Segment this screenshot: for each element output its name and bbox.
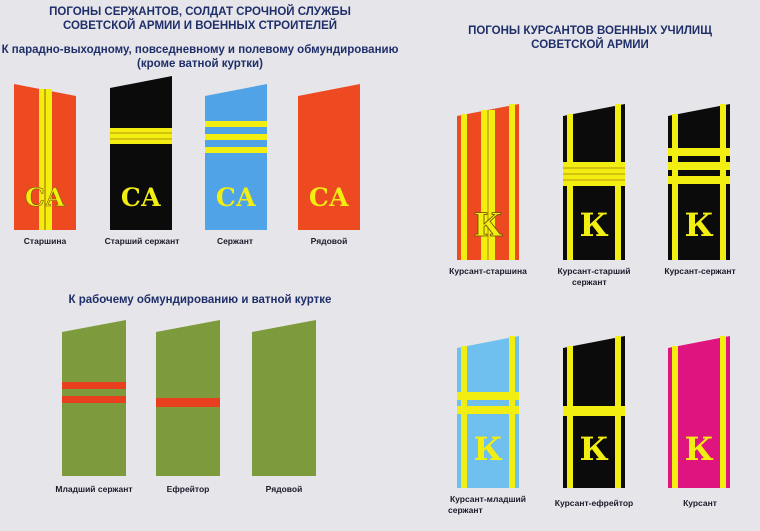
- strap-body: [668, 336, 730, 488]
- army-rank-senior-sergeant: Старший сержант: [104, 236, 180, 246]
- strap-letters: СА: [216, 183, 257, 212]
- cadet-rank-private: Курсант: [683, 498, 717, 508]
- strap-bar-3: [668, 176, 730, 184]
- strap-bar: [156, 398, 220, 407]
- left-title-line-2: СОВЕТСКОЙ АРМИИ И ВОЕННЫХ СТРОИТЕЛЕЙ: [62, 20, 338, 32]
- army-rank-private: Рядовой: [310, 236, 348, 246]
- left-title: ПОГОНЫ СЕРЖАНТОВ, СОЛДАТ СРОЧНОЙ СЛУЖБЫ …: [0, 5, 400, 33]
- cadet-rank-sergeant: Курсант-сержант: [664, 266, 736, 276]
- strap-letters: СА: [309, 183, 350, 212]
- strap-body: [252, 320, 316, 476]
- army-strap-private: СА: [298, 84, 360, 230]
- strap-letters: СА: [121, 183, 162, 212]
- strap-letter: К: [473, 430, 502, 468]
- parade-heading: К парадно-выходному, повседневному и пол…: [0, 43, 400, 71]
- cadet-rank-corporal: Курсант-ефрейтор: [554, 498, 634, 508]
- strap-bar: [563, 406, 625, 416]
- strap-bar-3: [205, 147, 267, 153]
- cadet-strap-corporal: К: [563, 336, 625, 488]
- cadet-strap-private: К: [668, 336, 730, 488]
- strap-letter: К: [684, 206, 713, 244]
- strap-bar: [110, 128, 172, 144]
- strap-bar-1: [205, 121, 267, 127]
- strap-bar-1: [62, 382, 126, 389]
- strap-bar-2: [205, 134, 267, 140]
- strap-stripe-line: [44, 89, 46, 230]
- strap-body: [298, 84, 360, 230]
- cadet-rank-starshina: Курсант-старшина: [449, 266, 527, 276]
- army-rank-starshina: Старшина: [23, 236, 67, 246]
- army-strap-senior-sergeant: СА: [110, 76, 172, 230]
- strap-letter: К: [684, 430, 713, 468]
- work-strap-junior-sergeant: [62, 320, 126, 476]
- strap-bar-1: [668, 148, 730, 156]
- strap-bar-1: [457, 392, 519, 400]
- strap-letter: К: [473, 206, 502, 244]
- strap-bar-2: [62, 396, 126, 403]
- work-heading: К рабочему обмундированию и ватной куртк…: [68, 294, 332, 306]
- strap-body: [110, 76, 172, 230]
- right-title-line-1: ПОГОНЫ КУРСАНТОВ ВОЕННЫХ УЧИЛИЩ: [468, 25, 712, 37]
- cadet-strap-senior-sergeant: К: [563, 104, 625, 260]
- strap-body: [205, 84, 267, 230]
- parade-heading-line-2: (кроме ватной куртки): [137, 58, 263, 70]
- cadet-strap-junior-sergeant: К: [457, 336, 519, 488]
- army-strap-starshina: СА: [14, 84, 76, 230]
- parade-heading-line-1: К парадно-выходному, повседневному и пол…: [1, 44, 399, 56]
- work-rank-junior-sergeant: Младший сержант: [55, 484, 133, 494]
- right-title: ПОГОНЫ КУРСАНТОВ ВОЕННЫХ УЧИЛИЩ СОВЕТСКО…: [430, 24, 750, 52]
- left-title-line-1: ПОГОНЫ СЕРЖАНТОВ, СОЛДАТ СРОЧНОЙ СЛУЖБЫ: [49, 6, 351, 18]
- strap-letter: К: [579, 430, 608, 468]
- work-strap-corporal: [156, 320, 220, 476]
- work-rank-private: Рядовой: [265, 484, 303, 494]
- right-title-line-2: СОВЕТСКОЙ АРМИИ: [531, 39, 649, 51]
- cadet-strap-sergeant: К: [668, 104, 730, 260]
- strap-letters: СА: [25, 183, 66, 212]
- cadet-strap-starshina: К: [457, 104, 519, 260]
- work-strap-private: [252, 320, 316, 476]
- army-strap-sergeant: СА: [205, 84, 267, 230]
- strap-bar-2: [668, 162, 730, 170]
- strap-bar-2: [457, 406, 519, 414]
- strap-letter: К: [579, 206, 608, 244]
- army-rank-sergeant: Сержант: [216, 236, 254, 246]
- work-rank-corporal: Ефрейтор: [166, 484, 210, 494]
